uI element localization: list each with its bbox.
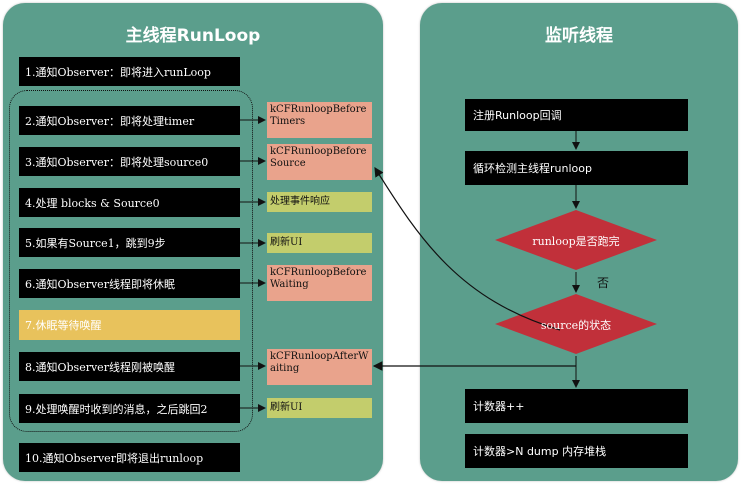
main-thread-title: 主线程RunLoop	[125, 26, 261, 46]
register-callback-box: 注册Runloop回调	[465, 99, 688, 131]
step-9: 9.处理唤醒时收到的消息，之后跳回2	[19, 394, 240, 423]
step-7: 7.休眠等待唤醒	[19, 310, 240, 340]
loop-region	[9, 90, 253, 432]
curve-to-before-source	[374, 166, 561, 331]
decision-state-label: source的状态	[540, 319, 612, 332]
step-1: 1.通知Observer：即将进入runLoop	[19, 57, 240, 86]
step-10: 10.通知Observer即将退出runloop	[19, 443, 240, 472]
no-branch-label: 否	[597, 276, 610, 290]
step-6: 6.通知Observer线程即将休眠	[19, 269, 240, 298]
tag-refresh-ui-1: 刷新UI	[267, 233, 372, 253]
monitor-thread-title: 监听线程	[545, 26, 613, 46]
tag-after-waiting: kCFRunloopAfterWaiting	[267, 349, 372, 385]
tag-handle-events: 处理事件响应	[267, 192, 372, 212]
decision-state-diamond	[495, 294, 657, 354]
tag-before-timers: kCFRunloopBeforeTimers	[267, 102, 372, 138]
tag-refresh-ui-2: 刷新UI	[267, 398, 372, 418]
loop-check-box: 循环检测主线程runloop	[465, 151, 688, 185]
tag-before-source: kCFRunloopBeforeSource	[267, 144, 372, 180]
step-5: 5.如果有Source1，跳到9步	[19, 228, 240, 257]
counter-dump-box: 计数器>N dump 内存堆栈	[465, 434, 688, 468]
counter-box: 计数器++	[465, 389, 688, 423]
decision-done-diamond	[495, 210, 657, 270]
step-8: 8.通知Observer线程刚被唤醒	[19, 352, 240, 381]
step-3: 3.通知Observer：即将处理source0	[19, 147, 240, 176]
step-2: 2.通知Observer：即将处理timer	[19, 106, 240, 135]
decision-done-label: runloop是否跑完	[532, 235, 620, 248]
tag-before-waiting: kCFRunloopBeforeWaiting	[267, 265, 372, 301]
step-4: 4.处理 blocks & Source0	[19, 188, 240, 217]
